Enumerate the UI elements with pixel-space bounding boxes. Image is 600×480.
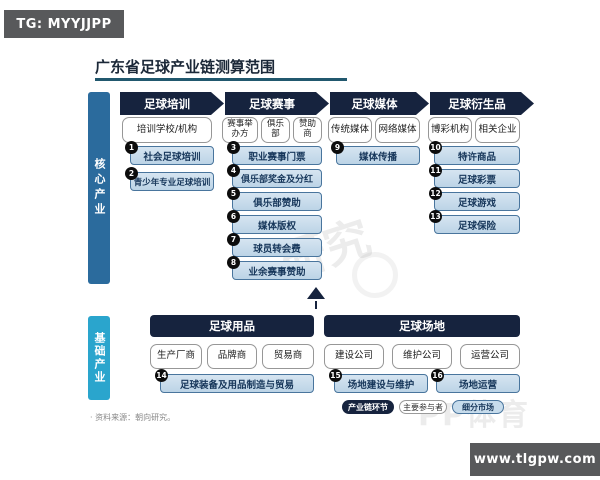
participant-brand-merchants: 品牌商 — [207, 344, 257, 369]
base-industry-sidebar: 基础产业 — [88, 316, 110, 400]
header-football-media: 足球媒体 — [330, 92, 429, 115]
segment-amateur-event-sponsorship: 8 业余赛事赞助 — [227, 256, 322, 280]
segment-club-bonus-dividends: 4 俱乐部奖金及分红 — [227, 164, 322, 188]
segment-pro-event-tickets: 3 职业赛事门票 — [227, 141, 322, 165]
core-industry-sidebar: 核心产业 — [88, 92, 110, 284]
participant-online-media: 网络媒体 — [375, 117, 420, 143]
website-watermark-badge: www.tlgpw.com — [470, 443, 600, 476]
segment-number-badge: 6 — [227, 210, 240, 223]
segment-number-badge: 15 — [329, 369, 342, 382]
source-note: · 资料来源：朝向研究。 — [90, 413, 176, 422]
participant-operation-companies: 运营公司 — [460, 344, 520, 369]
participant-clubs: 俱乐部 — [261, 117, 290, 143]
up-arrow-stem — [315, 301, 317, 309]
participant-manufacturers: 生产厂商 — [150, 344, 202, 369]
participant-traders: 贸易商 — [262, 344, 314, 369]
segment-label: 场地运营 — [458, 379, 497, 391]
segment-venue-operation: 16 场地运营 — [431, 369, 520, 393]
segment-venue-construction-maintenance: 15 场地建设与维护 — [329, 369, 428, 393]
participant-traditional-media: 传统媒体 — [328, 117, 372, 143]
header-football-training: 足球培训 — [120, 92, 224, 115]
segment-number-badge: 4 — [227, 164, 240, 177]
header-football-events: 足球赛事 — [225, 92, 329, 115]
header-football-venues: 足球场地 — [324, 315, 520, 337]
segment-number-badge: 3 — [227, 141, 240, 154]
segment-number-badge: 11 — [429, 164, 442, 177]
segment-number-badge: 10 — [429, 141, 442, 154]
participant-construction-companies: 建设公司 — [324, 344, 384, 369]
segment-label: 足球彩票 — [457, 174, 496, 186]
header-football-equipment: 足球用品 — [150, 315, 314, 337]
participant-betting-institutions: 博彩机构 — [428, 117, 472, 143]
segment-label: 俱乐部赞助 — [253, 197, 301, 209]
segment-media-rights: 6 媒体版权 — [227, 210, 322, 234]
legend-chain-link: 产业链环节 — [342, 400, 394, 414]
segment-social-football-training: 1 社会足球培训 — [125, 141, 214, 165]
segment-football-games: 12 足球游戏 — [429, 187, 520, 211]
segment-label: 球员转会费 — [253, 243, 301, 255]
title-underline — [95, 78, 347, 81]
segment-label: 足球游戏 — [457, 197, 496, 209]
participant-event-organizers: 赛事举办方 — [222, 117, 258, 143]
up-arrow-icon — [307, 287, 325, 299]
segment-label: 俱乐部奖金及分红 — [240, 175, 313, 185]
watermark-circle — [352, 252, 398, 298]
segment-label: 职业赛事门票 — [248, 151, 306, 163]
legend-market-segments: 细分市场 — [452, 400, 504, 414]
header-football-derivatives: 足球衍生品 — [430, 92, 534, 115]
segment-equipment-manufacturing-trade: 14 足球装备及用品制造与贸易 — [155, 369, 314, 393]
segment-licensed-merchandise: 10 特许商品 — [429, 141, 520, 165]
participant-maintenance-companies: 维护公司 — [392, 344, 452, 369]
segment-label: 场地建设与维护 — [347, 379, 415, 391]
segment-number-badge: 2 — [125, 167, 138, 180]
telegram-watermark-badge: TG: MYYJJPP — [4, 10, 124, 38]
segment-number-badge: 7 — [227, 233, 240, 246]
segment-number-badge: 13 — [429, 210, 442, 223]
segment-label: 特许商品 — [457, 151, 496, 163]
segment-label: 足球保险 — [457, 220, 496, 232]
segment-media-communication: 9 媒体传播 — [331, 141, 420, 165]
segment-label: 业余赛事赞助 — [248, 266, 306, 278]
segment-label: 足球装备及用品制造与贸易 — [179, 379, 294, 391]
participant-sponsors: 赞助商 — [293, 117, 322, 143]
segment-label: 青少年专业足球培训 — [133, 177, 211, 188]
segment-number-badge: 16 — [431, 369, 444, 382]
segment-number-badge: 1 — [125, 141, 138, 154]
segment-number-badge: 9 — [331, 141, 344, 154]
segment-number-badge: 12 — [429, 187, 442, 200]
segment-number-badge: 5 — [227, 187, 240, 200]
segment-player-transfer-fees: 7 球员转会费 — [227, 233, 322, 257]
segment-youth-football-training: 2 青少年专业足球培训 — [125, 167, 214, 191]
segment-club-sponsorship: 5 俱乐部赞助 — [227, 187, 322, 211]
participant-training-schools: 培训学校/机构 — [122, 117, 212, 143]
segment-number-badge: 8 — [227, 256, 240, 269]
segment-label: 媒体版权 — [257, 220, 296, 232]
segment-label: 社会足球培训 — [143, 151, 201, 163]
segment-football-lottery: 11 足球彩票 — [429, 164, 520, 188]
segment-label: 媒体传播 — [358, 151, 397, 163]
segment-football-insurance: 13 足球保险 — [429, 210, 520, 234]
segment-number-badge: 14 — [155, 369, 168, 382]
legend-main-participants: 主要参与者 — [399, 400, 447, 414]
page-title: 广东省足球产业链测算范围 — [95, 58, 276, 76]
participant-related-companies: 相关企业 — [475, 117, 520, 143]
